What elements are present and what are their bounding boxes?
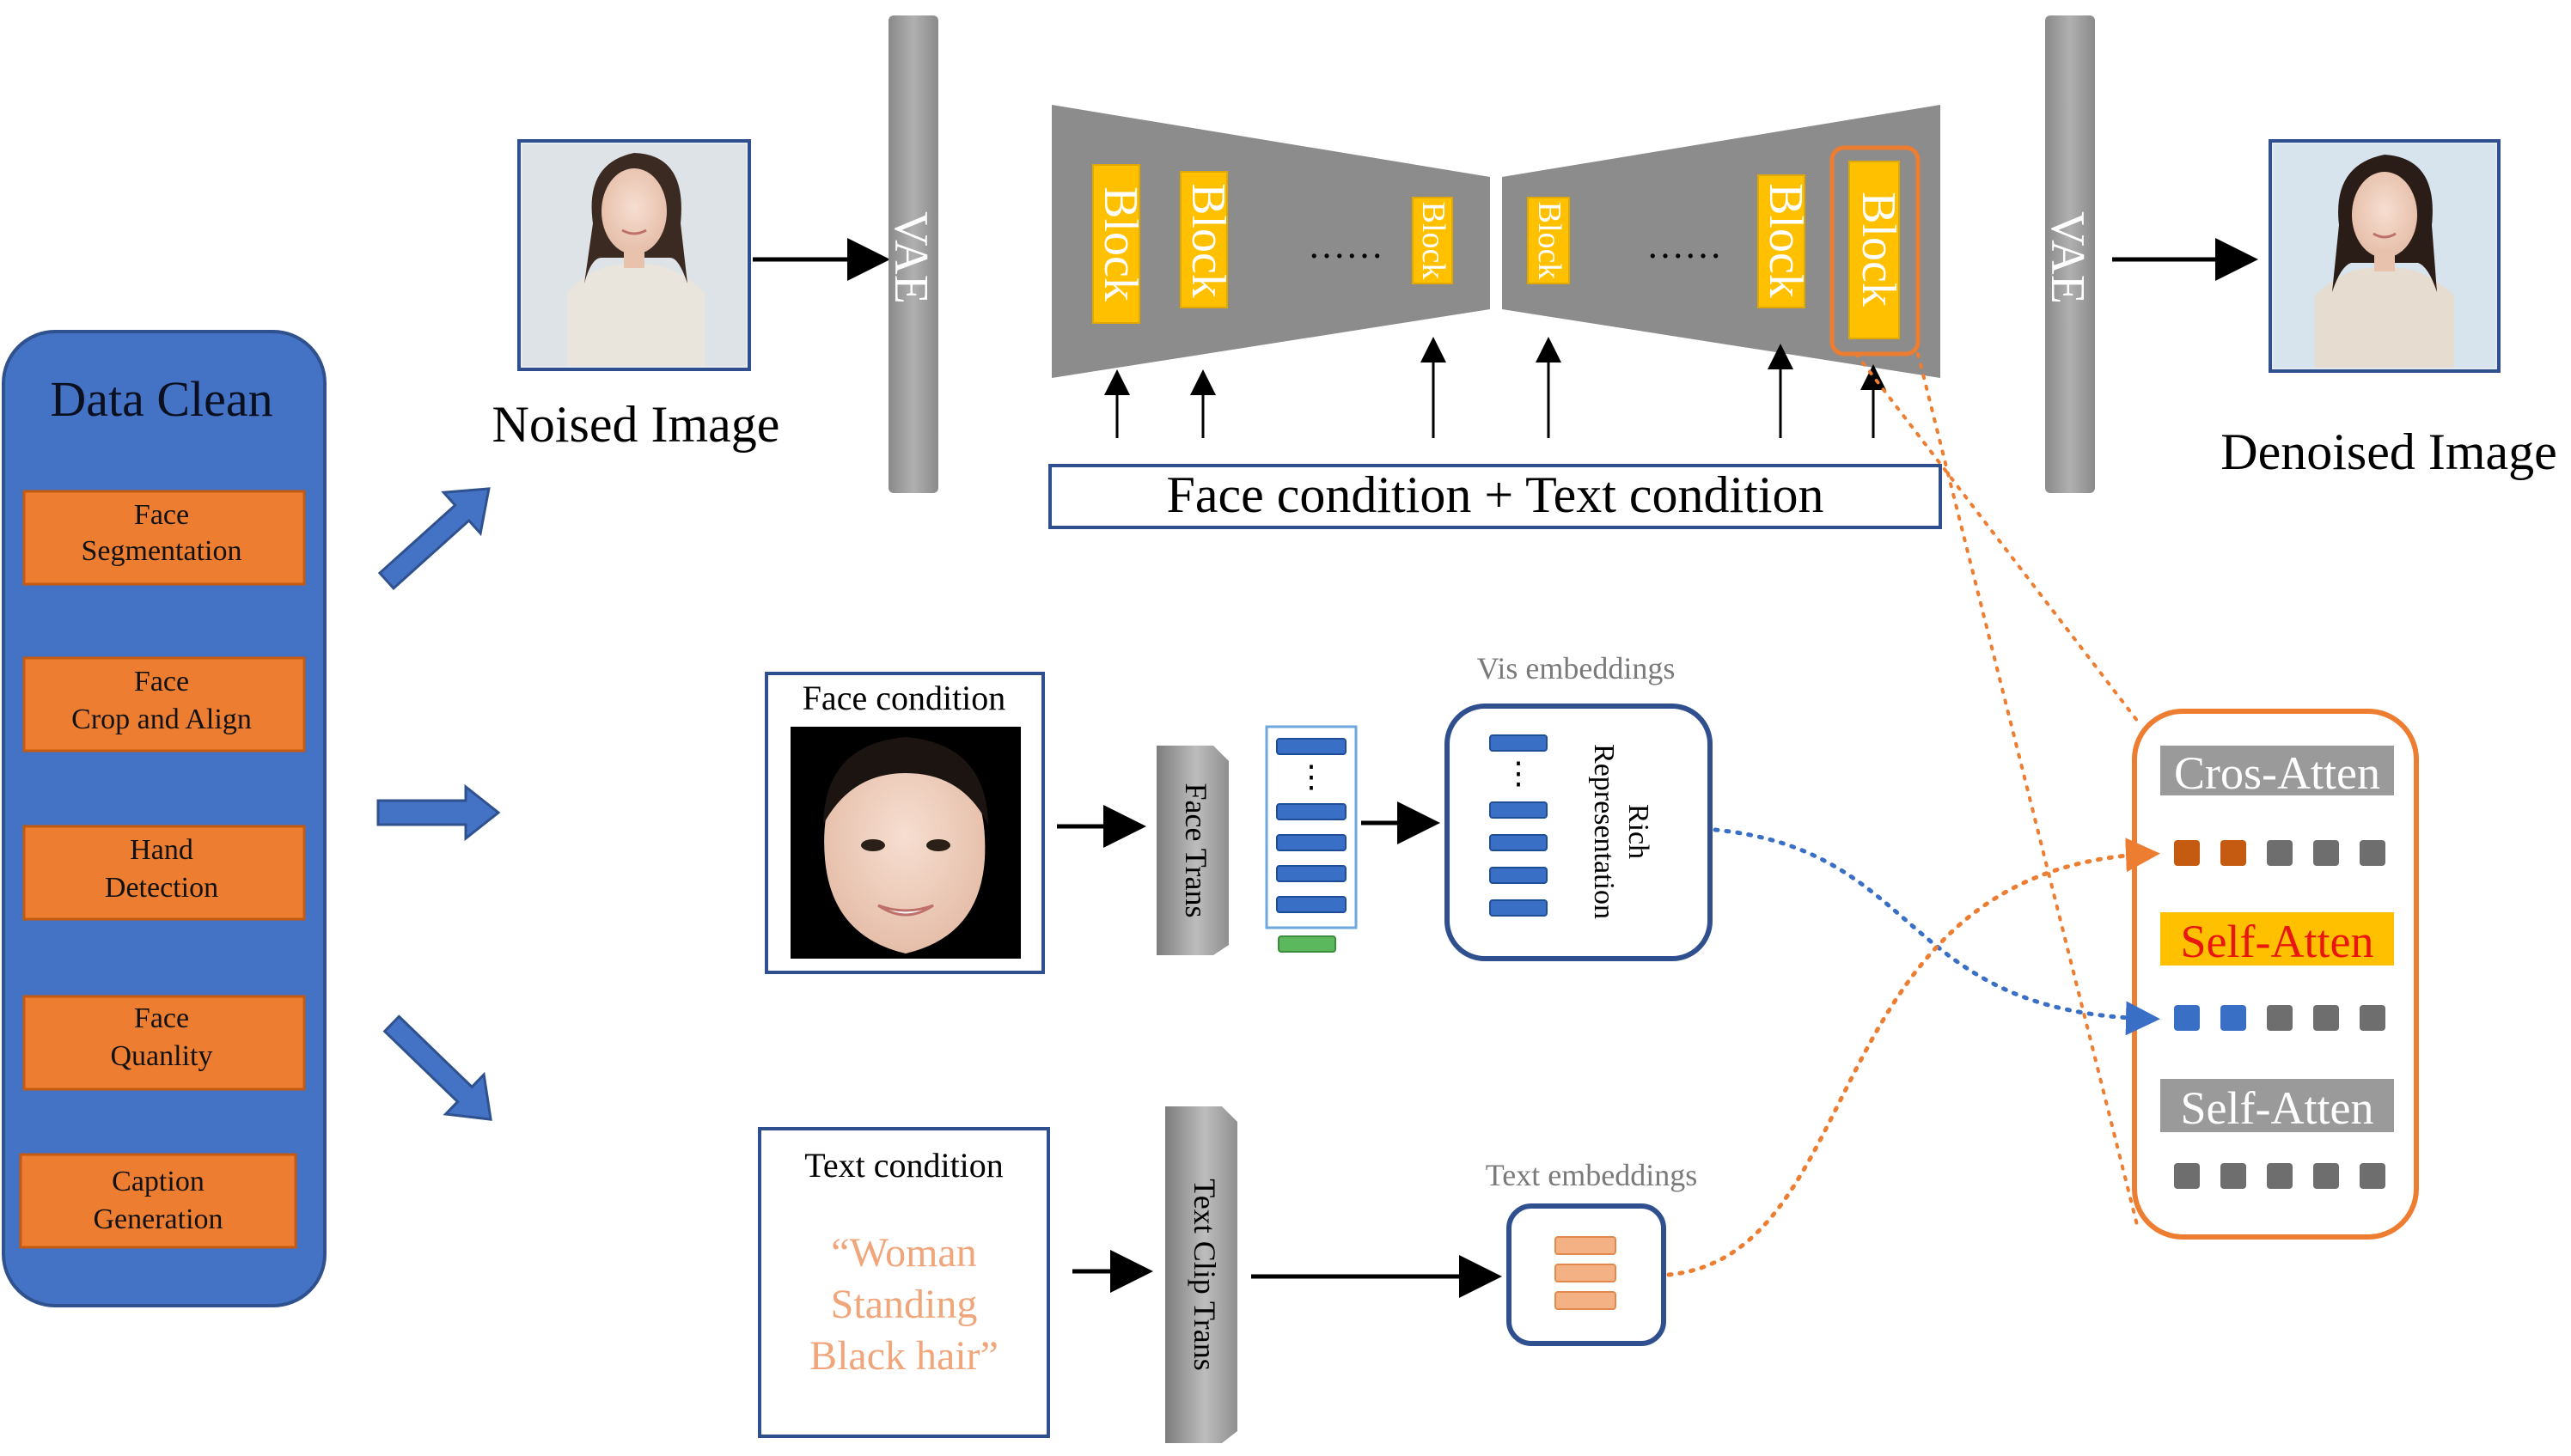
face-token-stack: ⋮ <box>1265 725 1358 953</box>
item-line: Face <box>134 666 189 698</box>
ellipsis: …… <box>1646 224 1722 266</box>
item-line: Hand <box>130 834 193 866</box>
vis-embeddings-box: ⋮ Rich Representation <box>1444 704 1713 961</box>
face-crop-image <box>823 737 988 953</box>
unet-block: Block <box>1412 197 1453 284</box>
cross-attention-label: Cros-Atten <box>2174 747 2380 799</box>
vae-decoder: VAE <box>2041 15 2095 493</box>
vis-embeddings-caption: Vis embeddings <box>1477 651 1676 685</box>
data-clean-item-face-crop: Face Crop and Align <box>22 656 306 752</box>
item-line: Face <box>134 1002 189 1034</box>
vae-label: VAE <box>2041 211 2094 304</box>
vae-encoder: VAE <box>884 15 938 493</box>
unet-block-highlighted: Block <box>1829 145 1921 356</box>
rich-label-line2: Representation <box>1588 744 1620 919</box>
block-label: Block <box>1759 183 1812 298</box>
text-embeddings-caption: Text embeddings <box>1486 1158 1697 1192</box>
data-clean-item-hand-detection: Hand Detection <box>22 825 306 921</box>
zoom-connectors <box>1854 352 2140 1230</box>
unet-block: Block <box>1180 171 1235 308</box>
token-ellipsis: ⋮ <box>1503 756 1534 790</box>
noised-image-label: Noised Image <box>492 396 780 453</box>
item-line: Crop and Align <box>71 704 252 735</box>
text-clip-label: Text Clip Trans <box>1188 1179 1222 1371</box>
arrow-right-icon <box>376 783 501 842</box>
face-trans-label: Face Trans <box>1179 783 1213 917</box>
item-line: Detection <box>105 872 218 904</box>
vis-to-self-attention-connector <box>1713 827 2160 1036</box>
unet-hourglass: Block Block …… Block Block …… Block Bloc… <box>1052 105 1940 378</box>
block-label: Block <box>1531 202 1567 280</box>
block-label: Block <box>1094 186 1147 302</box>
unet-block: Block <box>1757 174 1812 308</box>
condition-bar-label: Face condition + Text condition <box>1166 466 1823 523</box>
condition-arrows <box>1104 337 1886 438</box>
cross-attention-tokens <box>2174 840 2385 866</box>
vae-label: VAE <box>884 211 937 304</box>
text-condition-box: Text condition “Woman Standing Black hai… <box>758 1127 1050 1438</box>
data-clean-item-face-segmentation: Face Segmentation <box>22 490 306 586</box>
text-clip-transformer: Text Clip Trans <box>1165 1106 1237 1443</box>
base-tokens <box>2174 1163 2385 1189</box>
self-attention-highlight-label: Self-Atten <box>2181 916 2374 967</box>
unet-block: Block <box>1092 164 1147 324</box>
data-clean-title: Data Clean <box>50 371 272 427</box>
face-condition-title: Face condition <box>803 679 1006 717</box>
face-transformer: Face Trans <box>1157 746 1229 955</box>
ellipsis: …… <box>1308 224 1383 266</box>
data-flow-arrows <box>376 487 501 1121</box>
condition-bar: Face condition + Text condition <box>1048 464 1942 529</box>
arrow-up-right-icon <box>377 487 491 591</box>
item-line: Face <box>134 499 189 531</box>
block-label: Block <box>1852 192 1905 307</box>
self-attention-tokens <box>2174 1005 2385 1031</box>
item-line: Generation <box>93 1203 223 1235</box>
rich-label-line1: Rich <box>1622 804 1654 859</box>
token-ellipsis: ⋮ <box>1296 759 1327 794</box>
prompt-line: Black hair” <box>809 1333 998 1379</box>
block-label: Block <box>1415 202 1451 280</box>
data-clean-item-caption: Caption Generation <box>19 1153 297 1249</box>
noised-image <box>517 139 751 371</box>
prompt-line: Standing <box>831 1282 978 1327</box>
prompt-line: “Woman <box>831 1230 976 1276</box>
self-attention-label: Self-Atten <box>2181 1082 2374 1134</box>
denoised-image <box>2269 139 2501 373</box>
arrow-down-right-icon <box>382 1014 492 1121</box>
item-line: Segmentation <box>82 535 242 567</box>
text-embeddings-box <box>1506 1203 1666 1346</box>
attention-panel: Cros-Atten Self-Atten Self-Atten <box>2132 709 2419 1240</box>
denoised-image-label: Denoised Image <box>2220 423 2557 480</box>
data-clean-panel: Data Clean Face Segmentation Face Crop a… <box>2 330 327 1307</box>
data-clean-item-face-quality: Face Quanlity <box>22 995 306 1091</box>
face-condition-box: Face condition <box>765 672 1045 974</box>
text-to-cross-attention-connector <box>1666 838 2160 1277</box>
item-line: Quanlity <box>111 1040 213 1072</box>
block-label: Block <box>1182 183 1235 298</box>
item-line: Caption <box>112 1166 205 1197</box>
unet-block: Block <box>1527 197 1570 284</box>
text-condition-title: Text condition <box>804 1146 1004 1185</box>
